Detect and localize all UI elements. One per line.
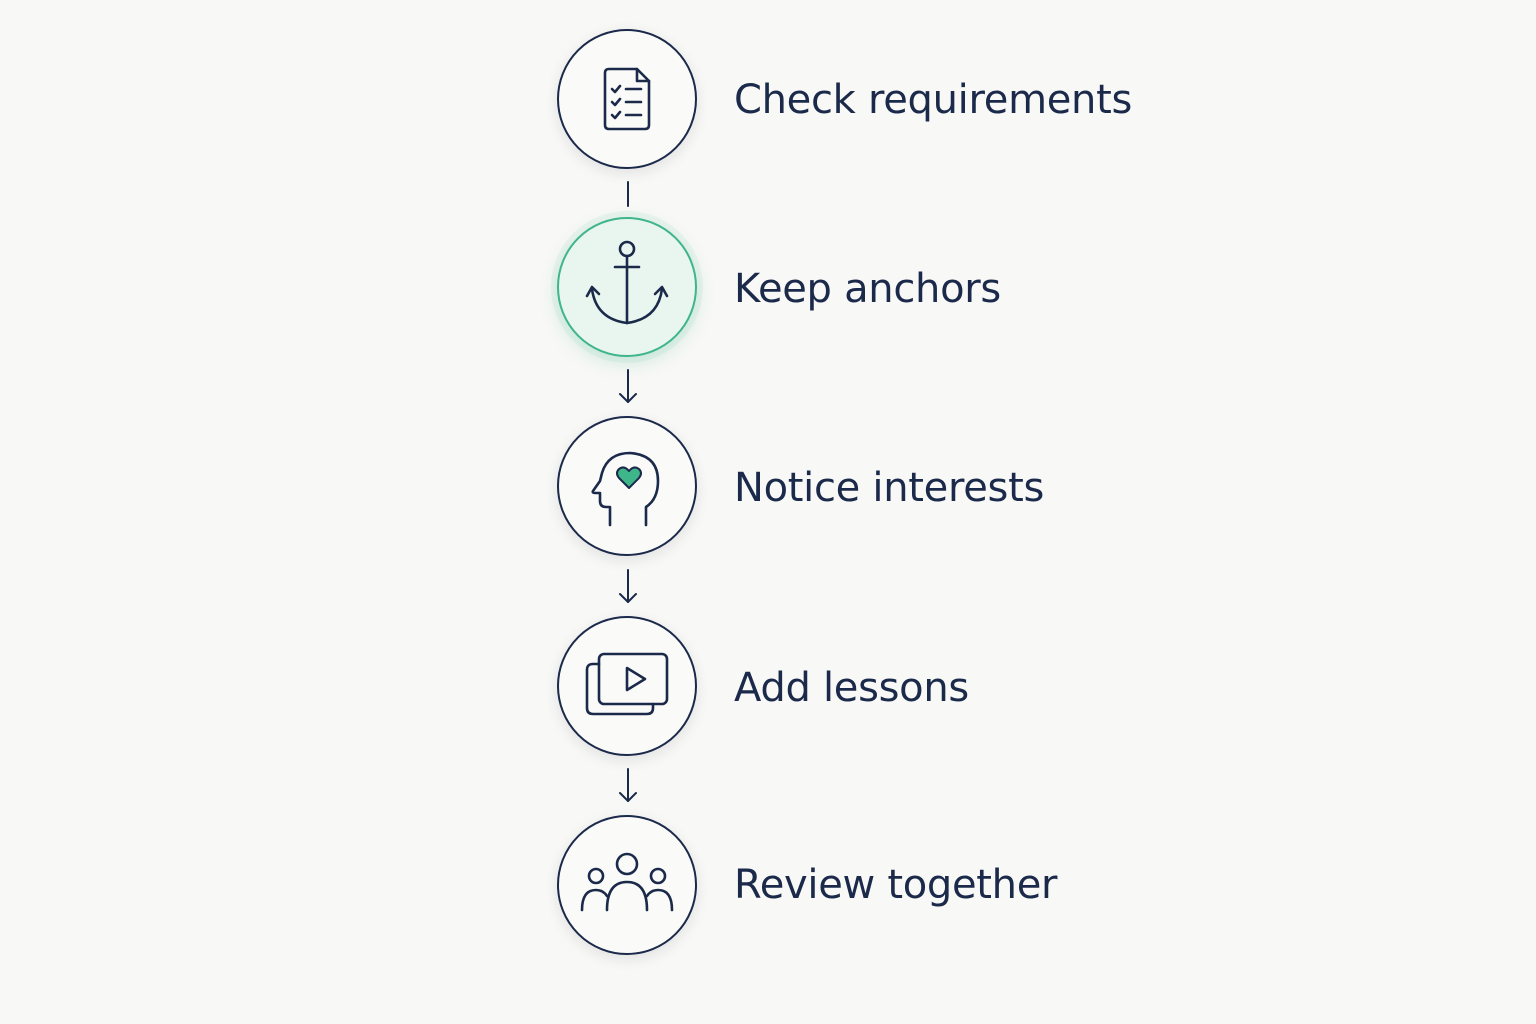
step-4-label: Add lessons	[734, 665, 969, 711]
step-4-circle	[557, 616, 697, 756]
head-heart-icon	[591, 451, 660, 527]
step-5-circle	[557, 815, 697, 955]
step-1-circle	[557, 29, 697, 169]
connector-line	[627, 181, 629, 207]
checklist-document-icon	[603, 67, 651, 131]
step-2-circle	[557, 217, 697, 357]
connector-arrow-down	[619, 768, 637, 802]
step-3-label: Notice interests	[734, 465, 1045, 511]
anchor-icon	[585, 240, 669, 325]
step-5-label: Review together	[734, 862, 1058, 908]
connector-arrow-down	[619, 569, 637, 603]
step-3-circle	[557, 416, 697, 556]
video-lessons-icon	[585, 652, 669, 716]
people-group-icon	[580, 852, 674, 912]
step-2-label: Keep anchors	[734, 266, 1001, 312]
step-1-label: Check requirements	[734, 77, 1133, 123]
connector-arrow-down	[619, 369, 637, 403]
